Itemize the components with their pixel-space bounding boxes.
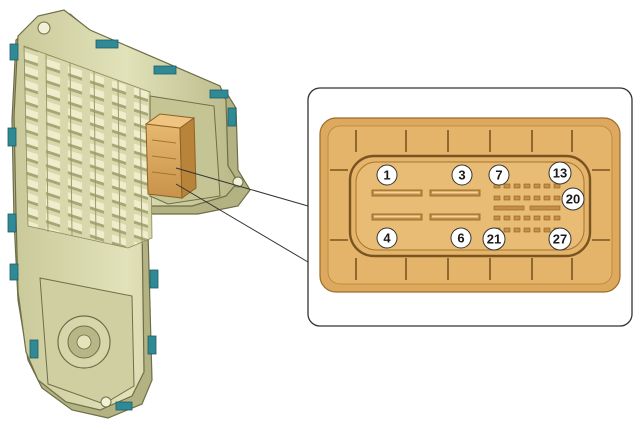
pin-marker-1: 1 <box>376 164 398 186</box>
pin-label-21: 21 <box>487 232 501 247</box>
clip <box>29 339 39 359</box>
small-terminal-bars <box>493 205 561 211</box>
clip <box>9 43 19 61</box>
clip <box>153 65 177 75</box>
pin-label-7: 7 <box>495 168 502 183</box>
pin-label-20: 20 <box>566 192 580 207</box>
pin-label-13: 13 <box>553 166 567 181</box>
pin-marker-21: 21 <box>482 227 506 251</box>
clip <box>149 269 159 289</box>
connector-side-ribs <box>330 169 610 241</box>
mount-hole-top <box>37 21 51 35</box>
pin-label-3: 3 <box>458 168 465 183</box>
connector-top-ribs <box>355 130 573 152</box>
housing-connector-side <box>179 117 197 199</box>
connector-bottom-ribs <box>355 258 573 280</box>
pin-label-27: 27 <box>553 232 567 247</box>
pin-marker-20: 20 <box>561 187 585 211</box>
pin-marker-13: 13 <box>548 161 572 185</box>
clip <box>209 89 229 99</box>
pin-markers: 1 3 7 13 20 4 <box>376 161 585 251</box>
clip <box>115 401 133 411</box>
terminal-pin <box>432 191 478 194</box>
clip <box>9 263 19 281</box>
connector-cavity-outer <box>348 154 592 258</box>
mount-hole-bottom <box>100 396 112 408</box>
pin-marker-6: 6 <box>450 227 472 249</box>
large-terminal-pins <box>374 191 478 218</box>
clip <box>95 39 119 49</box>
terminal-pin <box>374 191 420 194</box>
clip <box>7 127 17 147</box>
lower-boss-core <box>76 334 92 350</box>
pin-marker-27: 27 <box>548 227 572 251</box>
callout-panel: 1 3 7 13 20 4 <box>307 87 633 327</box>
callout-leaders <box>175 167 309 263</box>
pin-marker-4: 4 <box>376 227 398 249</box>
mount-hole-right <box>232 176 244 188</box>
housing-ribs <box>23 45 153 249</box>
pin-marker-3: 3 <box>451 164 473 186</box>
terminal-pin <box>374 215 420 218</box>
terminal-pin <box>432 215 478 218</box>
rib-lines <box>45 53 143 245</box>
clip <box>227 107 237 127</box>
pin-label-1: 1 <box>383 168 390 183</box>
module-housing <box>11 9 251 419</box>
clip <box>147 335 157 355</box>
housing-connector-body <box>145 123 183 199</box>
pin-label-6: 6 <box>457 231 464 246</box>
pin-label-4: 4 <box>383 231 391 246</box>
pin-marker-7: 7 <box>488 164 510 186</box>
housing-connector <box>144 113 197 199</box>
clip <box>7 213 17 233</box>
teal-clips <box>7 39 237 411</box>
